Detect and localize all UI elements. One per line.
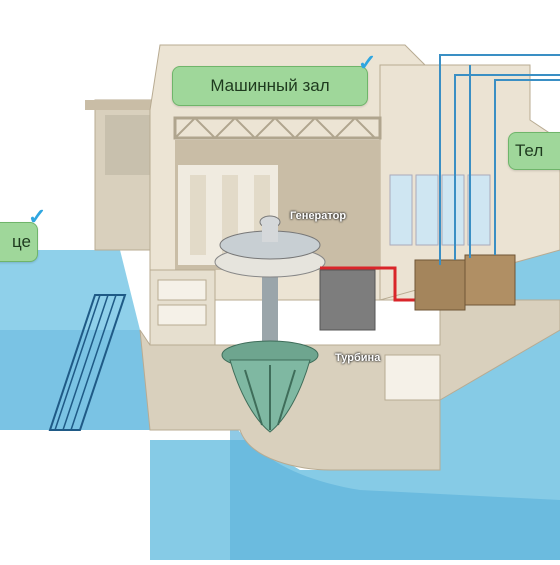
annex-window — [415, 174, 439, 246]
dam-base — [139, 299, 560, 471]
left-partial-text: це — [11, 232, 31, 251]
annex-window — [441, 174, 465, 246]
annex-window — [467, 174, 491, 246]
turbine-label: Турбина — [335, 352, 381, 364]
generator-label: Генератор — [290, 210, 347, 222]
machine-hall-text: Машинный зал — [210, 76, 330, 95]
intake-grate — [48, 294, 127, 431]
transformer — [464, 254, 516, 306]
control-room — [319, 269, 376, 331]
left-partial-label: це — [0, 222, 38, 262]
truss-diagonals — [174, 116, 376, 140]
gate-roof — [85, 100, 175, 110]
right-partial-text: Тел — [515, 141, 544, 160]
generator-cap-column — [262, 222, 278, 242]
generator-shaft — [262, 270, 278, 350]
roof-truss — [173, 116, 382, 140]
upstream-water-deep — [0, 330, 150, 430]
chamber-box — [157, 304, 207, 326]
annex-window — [389, 174, 413, 246]
transmission-lines — [439, 54, 560, 265]
hall-column — [190, 175, 206, 255]
right-partial-label: Тел — [508, 132, 560, 170]
tailrace-water — [230, 420, 560, 560]
chamber-box — [157, 279, 207, 301]
downstream-opening — [384, 354, 441, 401]
turbine-blades — [244, 365, 296, 430]
checkmark-icon: ✓ — [358, 50, 377, 75]
machine-hall-label: Машинный зал — [172, 66, 368, 106]
power-cable — [320, 266, 430, 302]
checkmark-icon: ✓ — [28, 204, 47, 229]
grate-bars — [54, 294, 117, 431]
transformer — [414, 259, 466, 311]
